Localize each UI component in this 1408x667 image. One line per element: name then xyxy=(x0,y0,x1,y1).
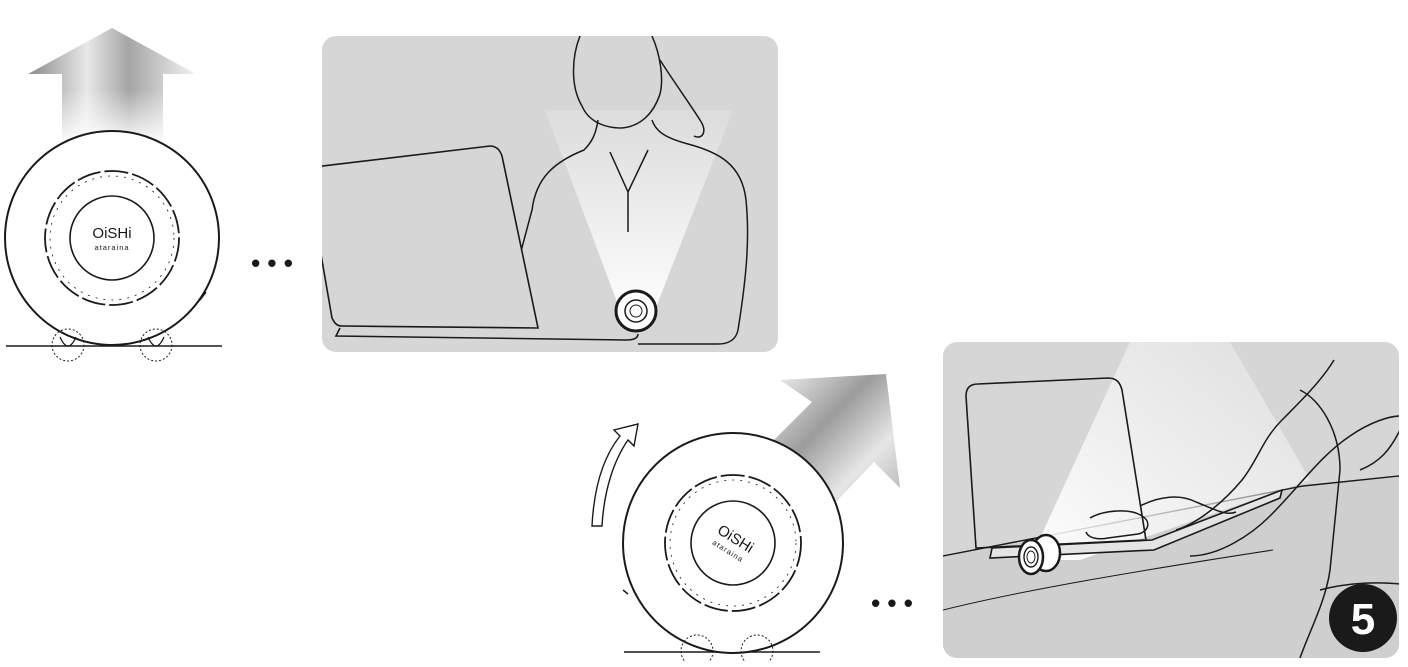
step-badge: 5 xyxy=(1329,584,1397,652)
device-upright: OiSHi ataraina xyxy=(5,131,219,345)
device-tilted: OiSHi ataraina xyxy=(623,433,843,653)
device-brand-label: OiSHi xyxy=(92,225,131,242)
up-arrow-icon xyxy=(28,28,196,140)
device-on-desk xyxy=(616,291,656,331)
step-number: 5 xyxy=(1351,595,1375,644)
top-caption-fragment xyxy=(440,0,1000,3)
device-on-desk xyxy=(1019,535,1060,574)
ellipsis-icon: • • • xyxy=(871,588,913,618)
scene-upright: OiSHi ataraina • • • xyxy=(5,28,293,361)
scene-tilted: OiSHi ataraina • • • xyxy=(592,374,913,662)
illustration-panel-1 xyxy=(306,36,778,352)
ellipsis-icon: • • • xyxy=(251,248,293,278)
device-subbrand-label: ataraina xyxy=(94,243,129,252)
